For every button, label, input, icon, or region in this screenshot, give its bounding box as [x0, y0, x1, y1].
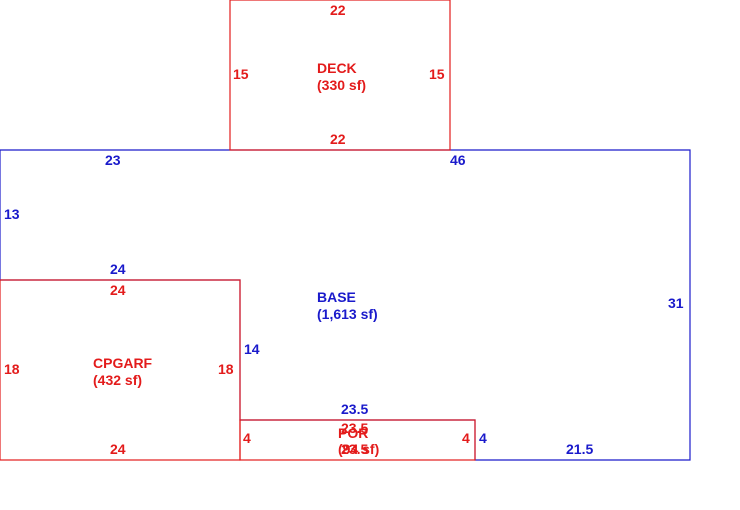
por-right-dim: 4 — [462, 430, 470, 446]
deck-left-dim: 15 — [233, 66, 249, 82]
base-top-left-dim: 23 — [105, 152, 121, 168]
por-name-label: POR — [338, 425, 368, 441]
base-area-label: (1,613 sf) — [317, 306, 378, 322]
base-right-dim: 31 — [668, 295, 684, 311]
base-top-right-dim: 46 — [450, 152, 466, 168]
base-left-dim: 13 — [4, 206, 20, 222]
por-area-label: (94 sf) — [338, 441, 379, 457]
base-name-label: BASE — [317, 289, 356, 305]
deck-name-label: DECK — [317, 60, 357, 76]
por-bottom-dim: 23.5 — [341, 441, 368, 457]
deck-outline — [229, 0, 451, 151]
cpgarf-area-label: (432 sf) — [93, 372, 142, 388]
deck-top-dim: 22 — [330, 2, 346, 18]
deck-right-dim: 15 — [429, 66, 445, 82]
cpgarf-bottom-dim: 24 — [110, 441, 126, 457]
cpgarf-name-label: CPGARF — [93, 355, 153, 371]
deck-area-label: (330 sf) — [317, 77, 366, 93]
base-step-side-dim: 14 — [244, 341, 260, 357]
base-por-side-dim: 4 — [479, 430, 487, 446]
base-step-top-dim: 24 — [110, 261, 126, 277]
cpgarf-top-dim: 24 — [110, 282, 126, 298]
deck-bottom-dim: 22 — [330, 131, 346, 147]
cpgarf-outline — [0, 279, 241, 461]
cpgarf-right-dim: 18 — [218, 361, 234, 377]
cpgarf-left-dim: 18 — [4, 361, 20, 377]
base-por-top-dim: 23.5 — [341, 401, 368, 417]
base-bottom-dim: 21.5 — [566, 441, 593, 457]
por-outline — [239, 419, 476, 461]
por-left-dim: 4 — [243, 430, 251, 446]
por-top-dim: 23.5 — [341, 420, 368, 436]
